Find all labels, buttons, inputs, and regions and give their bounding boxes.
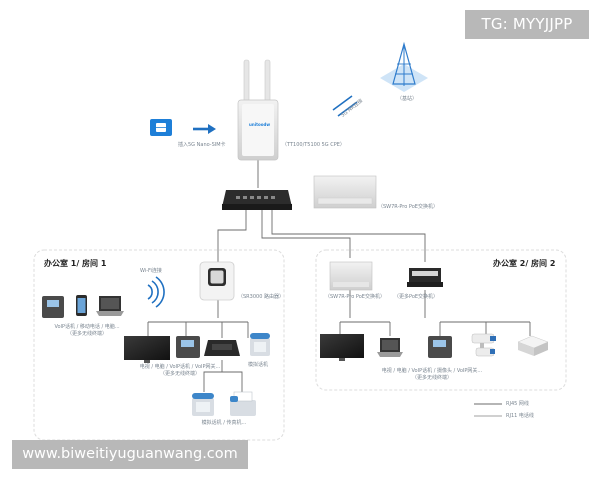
wifi-icon	[147, 276, 165, 308]
wireless-label-2: （更多无线终端）	[66, 331, 107, 337]
zone1-title: 办公室 1/ 房间 1	[44, 259, 107, 268]
poe-switch-top-icon	[313, 175, 377, 209]
wired-label-1: 电视 / 电脑 / VoIP话机 / VoIP网关...	[139, 364, 221, 370]
analog-phone-2-icon	[192, 393, 214, 416]
server-stack-icon	[517, 335, 549, 356]
cpe-brand: unitoodw	[249, 122, 271, 127]
zone2-switch-icon	[329, 261, 373, 291]
camera-2-icon	[475, 347, 495, 357]
zone2-poe-label: （更多PoE交换机）	[394, 294, 439, 300]
wireless-label-1: VoIP话机 / 移动电话 / 电脑...	[54, 324, 120, 330]
sim-card-icon	[150, 119, 172, 136]
analog-phone-icon	[250, 333, 270, 356]
legend-rj11: RJ11 电话线	[506, 413, 534, 419]
zone2-title: 办公室 2/ 房间 2	[493, 259, 556, 268]
fax-label: 模拟话机 / 传真机...	[201, 420, 247, 426]
mobile-phone-icon	[76, 295, 87, 316]
zone2-devices-label-1: 电视 / 电脑 / VoIP话机 / 摄像头 / VoIP网关...	[381, 368, 483, 374]
central-switch-icon	[222, 190, 292, 210]
laptop-icon	[96, 296, 124, 316]
tower-label: （基站）	[397, 96, 418, 102]
switch-top-label: （SW7R-Pro PoE交换机）	[378, 204, 438, 210]
site-watermark: www.biweitiyuguanwang.com	[12, 440, 248, 469]
base-station-icon	[380, 41, 428, 92]
cpe-label: （TT100/T5100 5G CPE）	[282, 142, 345, 148]
zone2-switch-label: （SW7R-Pro PoE交换机）	[325, 294, 385, 300]
zone1-router-icon	[199, 261, 235, 301]
legend-rj45: RJ45 网线	[506, 401, 529, 407]
voip-phone-wired-icon	[176, 336, 200, 358]
tg-watermark: TG: MYYJJPP	[465, 10, 589, 39]
voip-phone-icon	[42, 296, 64, 318]
arrow-right-icon	[193, 124, 216, 134]
analog-label: 模拟话机	[248, 362, 269, 368]
zone2-laptop-icon	[377, 338, 403, 357]
connection-lines	[147, 160, 531, 417]
zone2-devices-label-2: （更多无线终端）	[411, 375, 452, 381]
sim-label: 插入5G Nano-SIM卡	[178, 142, 226, 148]
cpe-device-icon	[237, 59, 279, 161]
tv-icon	[124, 336, 170, 363]
voip-gateway-icon	[204, 340, 240, 356]
wired-label-2: （更多无线终端）	[159, 371, 200, 377]
wifi-label: Wi-Fi连接	[140, 268, 162, 274]
fax-machine-icon	[230, 391, 256, 416]
router-label: （SR3000 路由器）	[238, 294, 284, 300]
5g-link-icon	[332, 95, 358, 117]
zone2-box	[315, 249, 567, 391]
zone2-voip-phone-icon	[428, 336, 452, 358]
zone2-poe-switch-icon	[407, 268, 443, 287]
zone2-tv-icon	[320, 334, 364, 361]
